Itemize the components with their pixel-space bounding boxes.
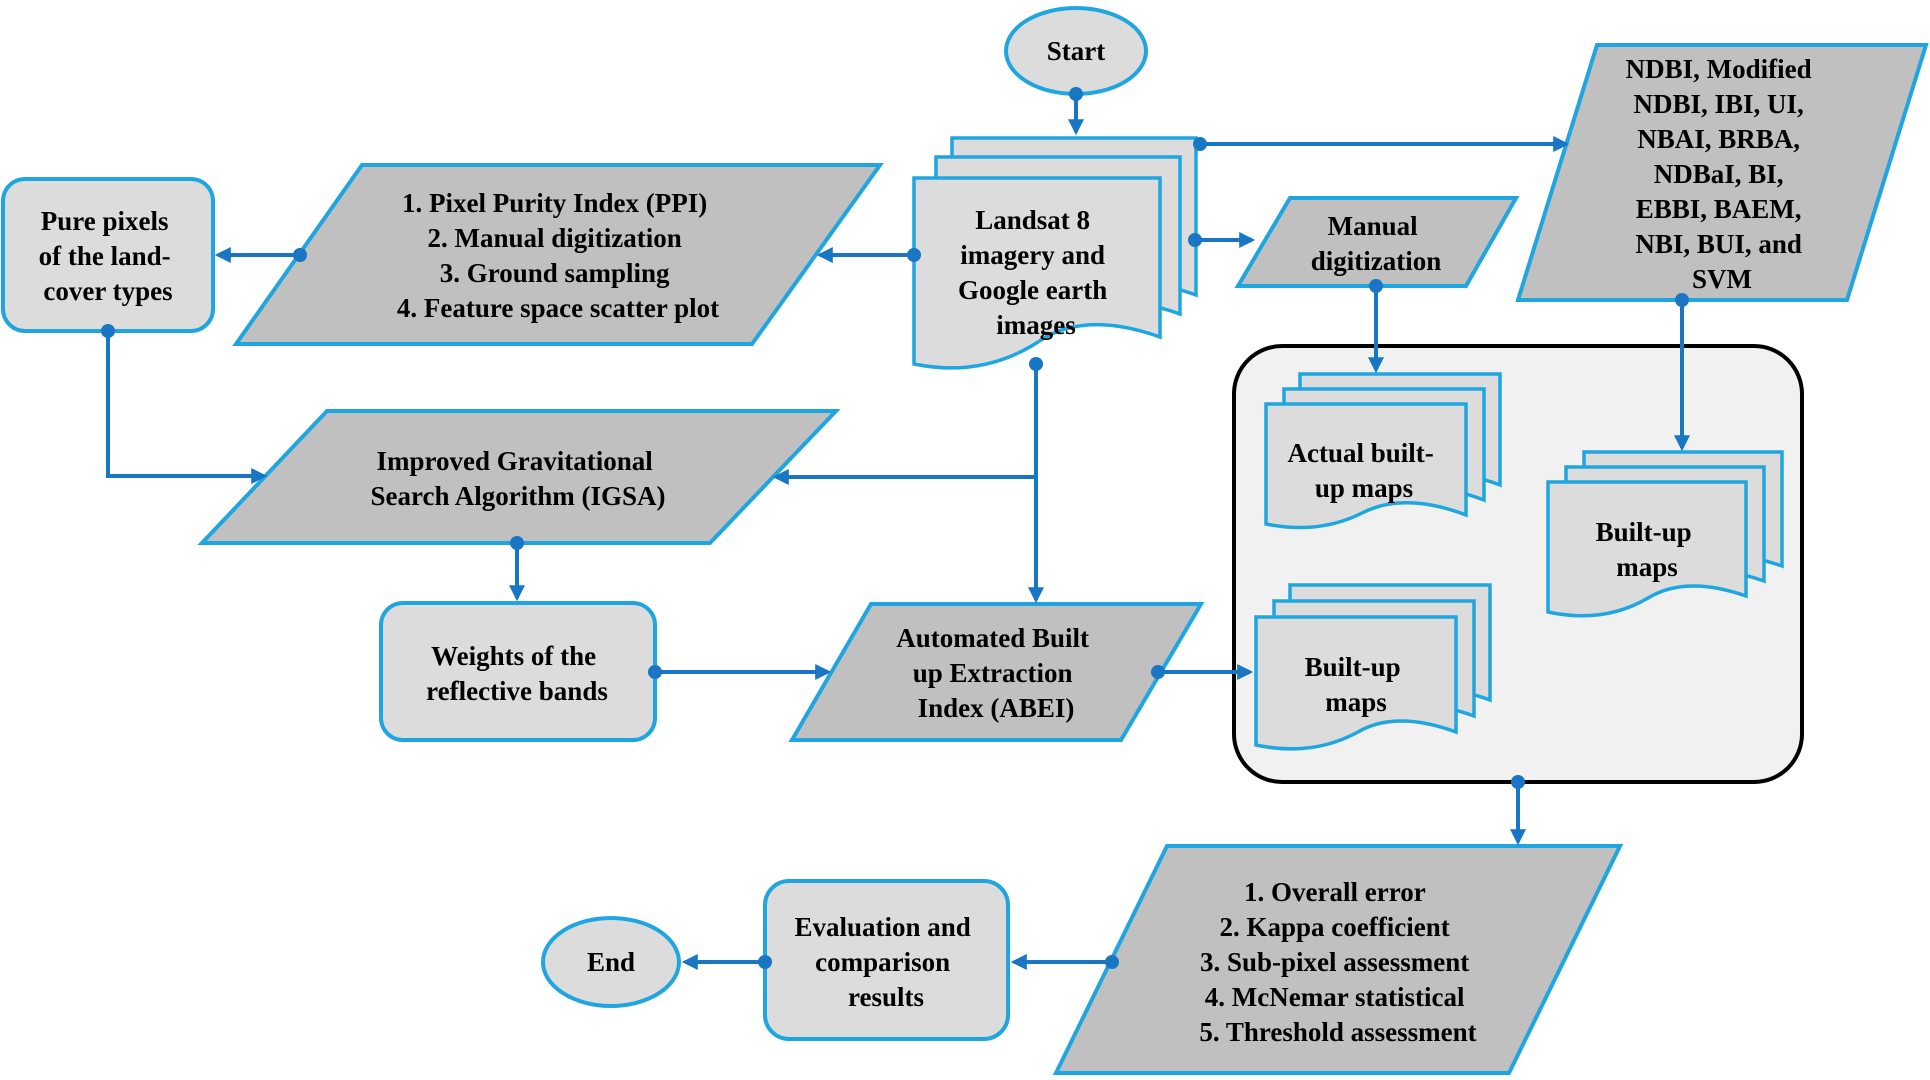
abei-line-1: Automated Built <box>896 623 1089 653</box>
actual-line-2: up maps <box>1315 473 1413 503</box>
assess-line-3: 3. Sub-pixel assessment <box>1200 947 1469 977</box>
actual-line-1: Actual built- <box>1287 438 1433 468</box>
eval-line-1: Evaluation and <box>794 912 970 942</box>
svg-text:Built-up maps: Built-up maps <box>1596 517 1699 582</box>
svg-text:Start: Start <box>1047 36 1105 66</box>
builtup-maps-mid-node: Built-up maps <box>1254 583 1492 751</box>
ppi-line-1: 1. Pixel Purity Index (PPI) <box>402 188 707 218</box>
manual-line-1: Manual <box>1328 211 1419 241</box>
weights-line-2: reflective bands <box>426 676 608 706</box>
ppi-line-3: 3. Ground sampling <box>440 258 670 288</box>
builtup-maps-right-node: Built-up maps <box>1546 450 1784 618</box>
assessment-node: 1. Overall error 2. Kappa coefficient 3.… <box>1052 844 1624 1075</box>
indices-line-7: SVM <box>1692 264 1752 294</box>
landsat-line-2: imagery and <box>960 240 1105 270</box>
end-node: End <box>541 916 681 1008</box>
indices-line-1: NDBI, Modified <box>1626 54 1812 84</box>
ppi-line-2: 2. Manual digitization <box>427 223 681 253</box>
abei-line-3: Index (ABEI) <box>918 693 1075 723</box>
indices-line-6: NBI, BUI, and <box>1635 229 1802 259</box>
assess-line-4: 4. McNemar statistical <box>1205 982 1465 1012</box>
svg-text:Evaluation and compariso: Evaluation and comparison results <box>794 912 977 1012</box>
svg-text:Improved Gravitational S: Improved Gravitational Search Algorithm … <box>371 446 666 511</box>
igsa-line-2: Search Algorithm (IGSA) <box>371 481 666 511</box>
actual-builtup-maps-node: Actual built- up maps <box>1264 372 1502 530</box>
weights-line-1: Weights of the <box>431 641 596 671</box>
landsat-imagery-node: Landsat 8 imagery and Google earth image… <box>912 136 1198 370</box>
indices-line-4: NDBaI, BI, <box>1654 159 1784 189</box>
builtup-mid-line-1: Built-up <box>1305 652 1401 682</box>
abei-line-2: up Extraction <box>913 658 1073 688</box>
indices-line-5: EBBI, BAEM, <box>1636 194 1802 224</box>
svg-text:1. Overall error 2. Kapp: 1. Overall error 2. Kappa coefficient 3.… <box>1199 877 1476 1047</box>
eval-line-2: comparison <box>815 947 950 977</box>
pure-line-1: Pure pixels <box>41 206 169 236</box>
indices-line-3: NBAI, BRBA, <box>1637 124 1800 154</box>
connector-pure-igsa <box>106 331 268 484</box>
assess-line-1: 1. Overall error <box>1244 877 1426 907</box>
manual-digitization-node: Manual digitization <box>1234 196 1520 288</box>
pure-line-2: of the land- <box>39 241 171 271</box>
builtup-right-line-1: Built-up <box>1596 517 1692 547</box>
landsat-line-3: Google earth <box>958 275 1107 305</box>
evaluation-node: Evaluation and comparison results <box>763 879 1010 1041</box>
manual-line-2: digitization <box>1311 246 1442 276</box>
start-label: Start <box>1047 36 1105 66</box>
pixel-purity-node: 1. Pixel Purity Index (PPI) 2. Manual di… <box>232 163 884 346</box>
pure-pixels-node: Pure pixels of the land- cover types <box>1 177 215 333</box>
indices-line-2: NDBI, IBI, UI, <box>1633 89 1803 119</box>
assess-line-2: 2. Kappa coefficient <box>1220 912 1450 942</box>
pure-line-3: cover types <box>43 276 172 306</box>
connectors <box>101 87 1690 970</box>
svg-text:Built-up maps: Built-up maps <box>1305 652 1408 717</box>
ppi-line-4: 4. Feature space scatter plot <box>397 293 719 323</box>
svg-text:End: End <box>587 947 635 977</box>
start-node: Start <box>1004 6 1148 96</box>
svg-text:Manual digitization: Manual digitization <box>1311 211 1442 276</box>
igsa-line-1: Improved Gravitational <box>377 446 654 476</box>
igsa-node: Improved Gravitational Search Algorithm … <box>197 409 841 545</box>
svg-text:1. Pixel Purity Index (PPI): 1. Pixel Purity Index (PPI) 2. Manual di… <box>397 188 719 323</box>
svg-text:NDBI, Modified NDBI, IBI: NDBI, Modified NDBI, IBI, UI, NBAI, BRBA… <box>1626 54 1819 294</box>
assess-line-5: 5. Threshold assessment <box>1199 1017 1476 1047</box>
svg-text:Automated Built up Extra: Automated Built up Extraction Index (ABE… <box>896 623 1096 723</box>
indices-node: NDBI, Modified NDBI, IBI, UI, NBAI, BRBA… <box>1515 43 1929 302</box>
builtup-mid-line-2: maps <box>1325 687 1387 717</box>
abei-node: Automated Built up Extraction Index (ABE… <box>788 602 1205 742</box>
svg-text:Weights of the reflectiv: Weights of the reflective bands <box>426 641 608 706</box>
svg-text:Pure pixels of the land-: Pure pixels of the land- cover types <box>39 206 178 306</box>
weights-node: Weights of the reflective bands <box>379 601 657 742</box>
end-label: End <box>587 947 635 977</box>
svg-text:Actual built- up maps: Actual built- up maps <box>1287 438 1440 503</box>
builtup-right-line-2: maps <box>1616 552 1678 582</box>
landsat-line-1: Landsat 8 <box>975 205 1090 235</box>
landsat-line-4: images <box>996 310 1075 340</box>
eval-line-3: results <box>848 982 924 1012</box>
svg-text:Landsat 8 imagery and: Landsat 8 imagery and Google earth image… <box>958 205 1114 340</box>
